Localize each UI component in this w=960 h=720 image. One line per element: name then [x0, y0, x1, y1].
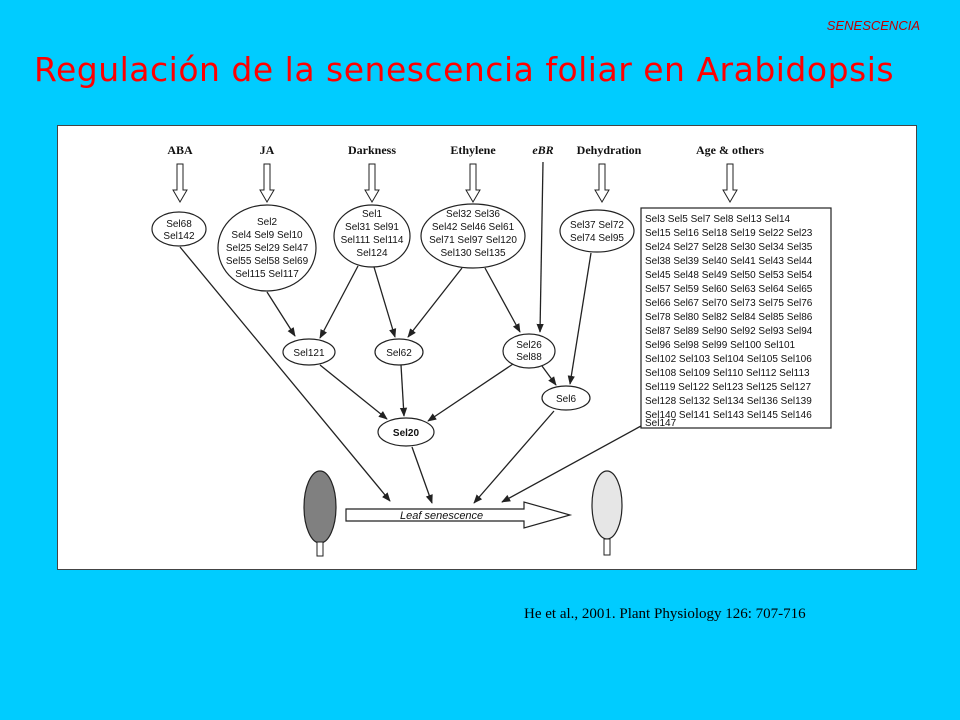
svg-text:Sel147: Sel147	[645, 418, 677, 429]
svg-text:Sel24 Sel27 Sel28 Sel30 Sel34: Sel24 Sel27 Sel28 Sel30 Sel34 Sel35	[645, 242, 813, 253]
svg-text:Sel78 Sel80 Sel82 Sel84 Sel85: Sel78 Sel80 Sel82 Sel84 Sel85 Sel86	[645, 312, 813, 323]
pathway-edges	[179, 161, 642, 504]
pathway-figure: ABA JA Darkness Ethylene eBR Dehydration…	[57, 125, 917, 570]
svg-text:Sel88: Sel88	[516, 352, 542, 363]
signal-label-ja: JA	[260, 143, 275, 157]
svg-text:Sel25 Sel29 Sel47: Sel25 Sel29 Sel47	[226, 243, 309, 254]
svg-text:Sel71 Sel97 Sel120: Sel71 Sel97 Sel120	[429, 235, 517, 246]
svg-text:Sel4 Sel9 Sel10: Sel4 Sel9 Sel10	[231, 230, 303, 241]
slide-title: Regulación de la senescencia foliar en A…	[34, 50, 895, 89]
svg-text:Sel140 Sel141 Sel143 Sel145 Se: Sel140 Sel141 Sel143 Sel145 Sel146	[645, 410, 812, 421]
svg-text:Sel20: Sel20	[393, 428, 420, 439]
svg-text:Sel130 Sel135: Sel130 Sel135	[440, 248, 505, 259]
svg-text:Sel37 Sel72: Sel37 Sel72	[570, 220, 624, 231]
node-dehydration: Sel37 Sel72 Sel74 Sel95	[559, 209, 635, 253]
signal-arrow-age	[722, 163, 738, 203]
svg-text:Sel74 Sel95: Sel74 Sel95	[570, 233, 624, 244]
leaf-senescence-label: Leaf senescence	[400, 510, 483, 522]
signal-label-ethylene: Ethylene	[450, 143, 496, 157]
svg-text:Sel42 Sel46 Sel61: Sel42 Sel46 Sel61	[432, 222, 515, 233]
svg-text:Sel115 Sel117: Sel115 Sel117	[235, 269, 299, 280]
citation: He et al., 2001. Plant Physiology 126: 7…	[524, 606, 806, 622]
svg-text:Sel119 Sel122 Sel123 Sel125 Se: Sel119 Sel122 Sel123 Sel125 Sel127	[645, 382, 811, 393]
node-sel20: Sel20	[377, 417, 435, 447]
node-ethylene: Sel32 Sel36 Sel42 Sel46 Sel61 Sel71 Sel9…	[420, 203, 526, 269]
node-sel6: Sel6	[541, 385, 591, 411]
node-sel26-88: Sel26 Sel88	[502, 333, 556, 369]
age-others-box: Sel3 Sel5 Sel7 Sel8 Sel13 Sel14 Sel15 Se…	[640, 207, 832, 429]
svg-text:Sel68: Sel68	[166, 219, 192, 230]
svg-text:Sel32 Sel36: Sel32 Sel36	[446, 209, 500, 220]
svg-text:Sel38 Sel39 Sel40 Sel41 Sel43: Sel38 Sel39 Sel40 Sel41 Sel43 Sel44	[645, 256, 813, 267]
svg-text:Sel2: Sel2	[257, 217, 277, 228]
svg-text:Sel45 Sel48 Sel49 Sel50 Sel53: Sel45 Sel48 Sel49 Sel50 Sel53 Sel54	[645, 270, 813, 281]
signal-arrow-dehydration	[594, 163, 610, 203]
leaf-senescence-arrow: Leaf senescence	[345, 501, 573, 529]
signal-arrow-aba	[172, 163, 188, 203]
signal-label-ebr: eBR	[532, 143, 553, 157]
svg-text:Sel1: Sel1	[362, 209, 382, 220]
signal-arrows	[172, 163, 738, 203]
svg-text:Sel108 Sel109 Sel110 Sel112 Se: Sel108 Sel109 Sel110 Sel112 Sel113	[645, 368, 810, 379]
svg-text:Sel128 Sel132 Sel134 Sel136 Se: Sel128 Sel132 Sel134 Sel136 Sel139	[645, 396, 812, 407]
node-aba: Sel68 Sel142	[151, 211, 207, 247]
signal-label-darkness: Darkness	[348, 143, 396, 157]
svg-text:Sel3 Sel5 Sel7 Sel8 Sel13: Sel3 Sel5 Sel7 Sel8 Sel13 Sel14	[645, 214, 791, 225]
svg-text:Sel66 Sel67 Sel70 Sel73 Sel75: Sel66 Sel67 Sel70 Sel73 Sel75 Sel76	[645, 298, 813, 309]
node-darkness: Sel1 Sel31 Sel91 Sel111 Sel114 Sel124	[333, 204, 411, 268]
section-label: SENESCENCIA	[826, 18, 920, 33]
svg-text:Sel102 Sel103 Sel104 Sel105 Se: Sel102 Sel103 Sel104 Sel105 Sel106	[645, 354, 812, 365]
svg-text:Sel6: Sel6	[556, 394, 576, 405]
green-leaf	[303, 470, 337, 557]
signal-arrow-ja	[259, 163, 275, 203]
svg-text:Sel31 Sel91: Sel31 Sel91	[345, 222, 399, 233]
signal-arrow-ethylene	[465, 163, 481, 203]
svg-text:Sel57 Sel59 Sel60 Sel63 Sel64: Sel57 Sel59 Sel60 Sel63 Sel64 Sel65	[645, 284, 813, 295]
svg-text:Sel111 Sel114: Sel111 Sel114	[341, 235, 404, 246]
signal-arrow-darkness	[364, 163, 380, 203]
node-ja: Sel2 Sel4 Sel9 Sel10 Sel25 Sel29 Sel47 S…	[217, 204, 317, 292]
node-sel62: Sel62	[374, 338, 424, 366]
svg-text:Sel15 Sel16 Sel18 Sel19 Sel22: Sel15 Sel16 Sel18 Sel19 Sel22 Sel23	[645, 228, 813, 239]
svg-text:Sel142: Sel142	[163, 231, 195, 242]
senescent-leaf	[591, 470, 623, 556]
node-sel121: Sel121	[282, 338, 336, 366]
svg-text:Sel26: Sel26	[516, 340, 542, 351]
signal-label-aba: ABA	[167, 143, 193, 157]
signal-label-dehydration: Dehydration	[577, 143, 642, 157]
svg-text:Sel62: Sel62	[386, 348, 412, 359]
svg-text:Sel121: Sel121	[293, 348, 325, 359]
svg-text:Sel124: Sel124	[356, 248, 388, 259]
svg-text:Sel55 Sel58 Sel69: Sel55 Sel58 Sel69	[226, 256, 309, 267]
svg-text:Sel96 Sel98 Sel99 Sel100 Sel10: Sel96 Sel98 Sel99 Sel100 Sel101	[645, 340, 796, 351]
pathway-diagram: ABA JA Darkness Ethylene eBR Dehydration…	[151, 143, 832, 557]
signal-label-age-others: Age & others	[696, 143, 764, 157]
svg-text:Sel87 Sel89 Sel90 Sel92 Sel93: Sel87 Sel89 Sel90 Sel92 Sel93 Sel94	[645, 326, 813, 337]
